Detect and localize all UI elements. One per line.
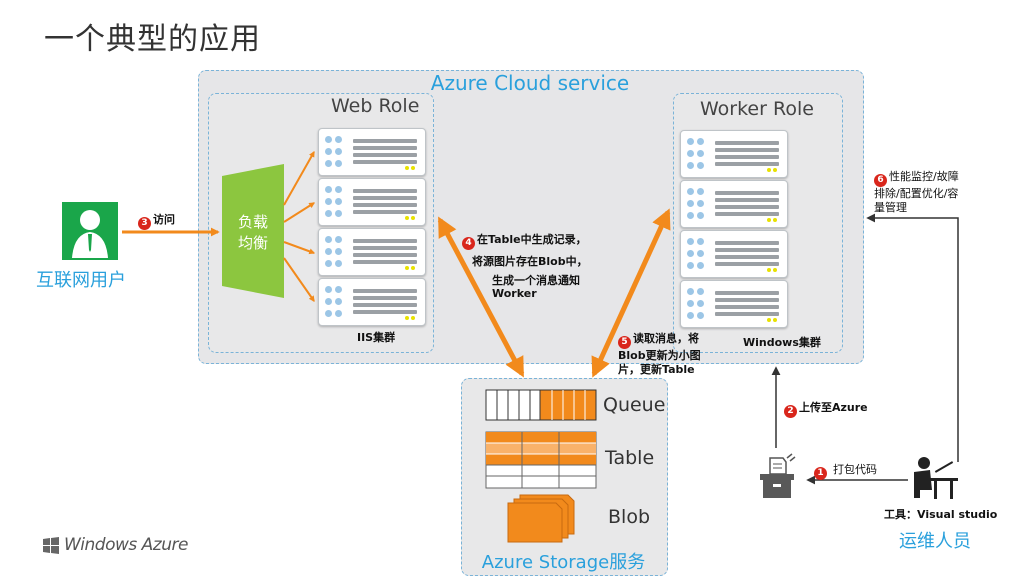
step-4-line-4: Worker <box>492 287 537 300</box>
lb-to-server-2 <box>283 202 316 223</box>
web-server-1 <box>318 128 426 176</box>
worker-storage-arrow <box>591 208 671 378</box>
step-4-line-3: 生成一个消息通知 <box>492 274 580 287</box>
cloud-service-title: Azure Cloud service <box>430 71 630 95</box>
step-4-line-1: 在Table中生成记录， <box>477 233 587 246</box>
web-role-title: Web Role <box>331 95 420 117</box>
queue-icon <box>485 389 597 421</box>
step-3-badge: 3 <box>138 217 151 230</box>
table-icon <box>485 431 597 489</box>
step-5-line-2: Blob更新为小图 <box>618 349 701 362</box>
table-label: Table <box>605 447 655 469</box>
lb-to-server-1 <box>283 150 315 206</box>
step-4-line-2: 将源图片存在Blob中， <box>472 255 588 268</box>
worker-server-3 <box>680 230 788 278</box>
step-6-line-1: 性能监控/故障 <box>889 170 959 183</box>
step-1-text: 打包代码 <box>833 463 877 476</box>
step-1-badge: 1 <box>814 467 827 480</box>
step-1-note: 1 打包代码 <box>814 462 877 480</box>
windows-cluster-label: Windows集群 <box>743 336 821 349</box>
step-5-line-3: 片，更新Table <box>618 363 695 376</box>
windows-flag-icon <box>43 537 59 554</box>
load-balancer-shape <box>222 164 284 298</box>
step-2-text: 上传至Azure <box>799 401 868 414</box>
lb-to-server-4 <box>283 257 315 302</box>
web-server-4 <box>318 278 426 326</box>
monitor-arrow <box>866 213 959 462</box>
web-storage-arrow <box>437 216 525 378</box>
operator-icon <box>914 457 958 499</box>
step-6-line-2: 排除/配置优化/容 <box>874 187 959 200</box>
blob-icon <box>507 494 575 543</box>
step-4-badge: 4 <box>462 237 475 250</box>
lb-label-line-2: 均衡 <box>237 234 268 252</box>
ops-label: 运维人员 <box>899 531 971 552</box>
storage-title: Azure Storage服务 <box>481 552 646 573</box>
load-balancer-label: 负载 均衡 <box>222 212 284 254</box>
package-box-icon <box>760 453 796 498</box>
step-3-text: 访问 <box>153 213 175 226</box>
page-title: 一个典型的应用 <box>44 22 261 57</box>
step-6-line-3: 量管理 <box>874 201 907 214</box>
step-2-badge: 2 <box>784 405 797 418</box>
iis-cluster-label: IIS集群 <box>357 331 396 344</box>
worker-role-title: Worker Role <box>700 98 814 120</box>
worker-server-2 <box>680 180 788 228</box>
step-5-line-1: 读取消息，将 <box>633 332 699 345</box>
web-server-3 <box>318 228 426 276</box>
blob-label: Blob <box>608 506 650 528</box>
lb-label-line-1: 负载 <box>237 213 268 231</box>
internet-user-label: 互联网用户 <box>36 270 126 291</box>
step-6-badge: 6 <box>874 174 887 187</box>
internet-user-icon <box>62 202 118 260</box>
queue-label: Queue <box>603 394 666 416</box>
windows-azure-logo: Windows Azure <box>64 535 188 555</box>
ops-tool-label: 工具：Visual studio <box>884 508 998 521</box>
worker-server-1 <box>680 130 788 178</box>
web-server-2 <box>318 178 426 226</box>
step-5-badge: 5 <box>618 336 631 349</box>
lb-to-server-3 <box>283 241 316 255</box>
worker-server-4 <box>680 280 788 328</box>
